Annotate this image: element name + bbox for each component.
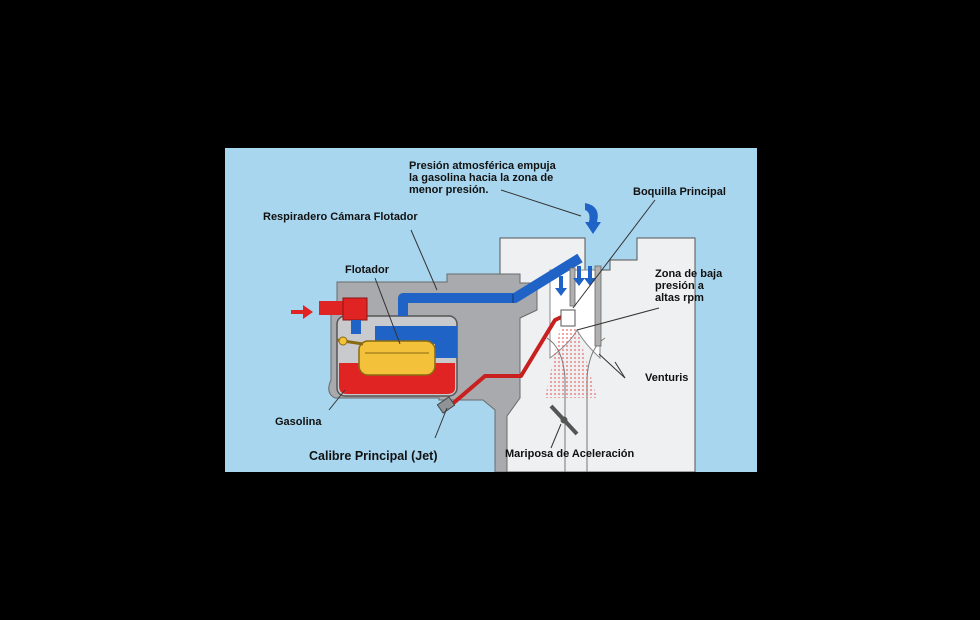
pressure-note-line: Presión atmosférica empuja <box>409 160 556 172</box>
label-respiradero: Respiradero Cámara Flotador <box>263 211 418 223</box>
zona-line: Zona de baja <box>655 268 723 280</box>
float-icon <box>358 340 436 376</box>
diagram-canvas <box>225 148 757 472</box>
label-calibre: Calibre Principal (Jet) <box>309 449 438 463</box>
airflow-arrow-icon <box>573 266 585 286</box>
label-zona: Zona de baja presión a altas rpm <box>655 268 722 304</box>
label-gasolina: Gasolina <box>275 416 322 428</box>
vent-tube <box>398 253 583 316</box>
zona-line: altas rpm <box>655 292 704 304</box>
pressure-note: Presión atmosférica empuja la gasolina h… <box>409 160 556 196</box>
carburetor-diagram: Presión atmosférica empuja la gasolina h… <box>225 148 757 472</box>
fuel-passage <box>448 311 571 408</box>
label-venturis: Venturis <box>645 372 689 384</box>
main-jet <box>436 396 456 414</box>
airflow-arrow-icon <box>555 276 567 296</box>
pressure-note-line: la gasolina hacia la zona de <box>409 172 554 184</box>
zona-line: presión a <box>655 280 704 292</box>
pressure-note-line: menor presión. <box>409 184 489 196</box>
label-boquilla: Boquilla Principal <box>633 186 726 198</box>
fuel-inlet <box>291 297 368 334</box>
label-flotador: Flotador <box>345 264 389 276</box>
label-mariposa: Mariposa de Aceleración <box>505 448 635 460</box>
throttle-butterfly <box>549 404 579 436</box>
leader-lines <box>328 189 660 449</box>
float-chamber <box>336 315 458 397</box>
atmospheric-arrow-icon <box>585 203 601 234</box>
main-nozzle <box>545 309 597 398</box>
